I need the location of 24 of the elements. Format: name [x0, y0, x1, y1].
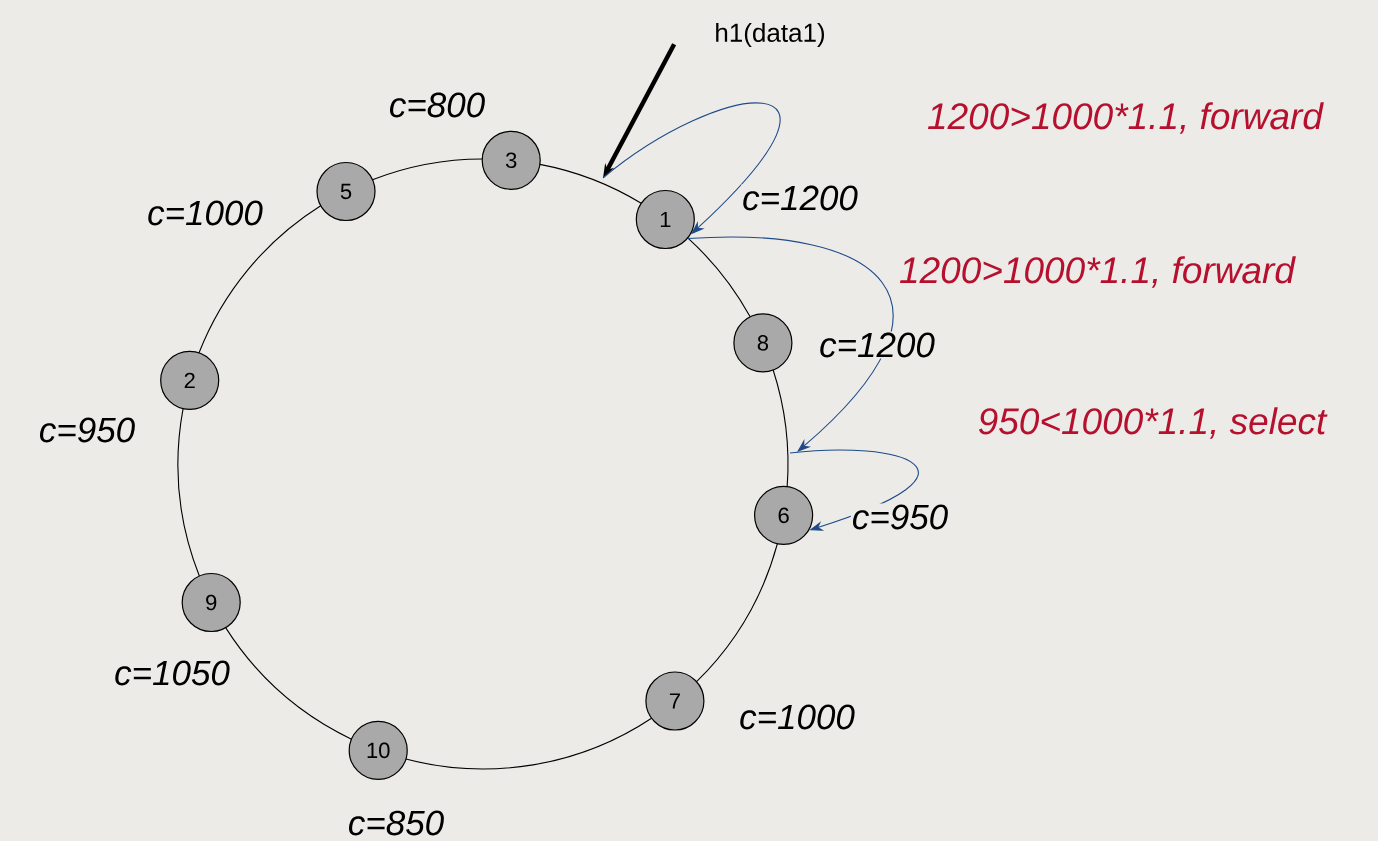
ring-arc	[687, 237, 751, 318]
ring-arc	[198, 205, 322, 354]
capacity-label: c=950	[37, 416, 137, 444]
capacity-label: c=1000	[738, 703, 856, 731]
edge-label: 1200>1000*1.1, forward	[898, 255, 1296, 289]
capacity-label: c=1050	[113, 659, 231, 687]
ring-arc	[177, 408, 200, 577]
capacity-label: c=850	[346, 809, 446, 837]
ring-arc	[405, 717, 653, 770]
curved-arrow	[687, 236, 894, 452]
ring-arc	[772, 369, 789, 488]
curved-arrow	[789, 449, 919, 531]
ring-arc	[225, 627, 353, 740]
ring-arc	[696, 543, 778, 683]
capacity-label: c=1000	[146, 199, 264, 227]
ring-arc	[371, 158, 483, 181]
key-label: h1(data1)	[716, 22, 824, 48]
ring-arc	[539, 163, 642, 204]
capacity-label: c=950	[850, 503, 950, 531]
edge-label: 1200>1000*1.1, forward	[926, 101, 1324, 135]
capacity-label: c=800	[387, 91, 487, 119]
edge-label: 950<1000*1.1, select	[976, 406, 1328, 440]
capacity-label: c=1200	[818, 331, 936, 359]
capacity-label: c=1200	[741, 184, 859, 212]
